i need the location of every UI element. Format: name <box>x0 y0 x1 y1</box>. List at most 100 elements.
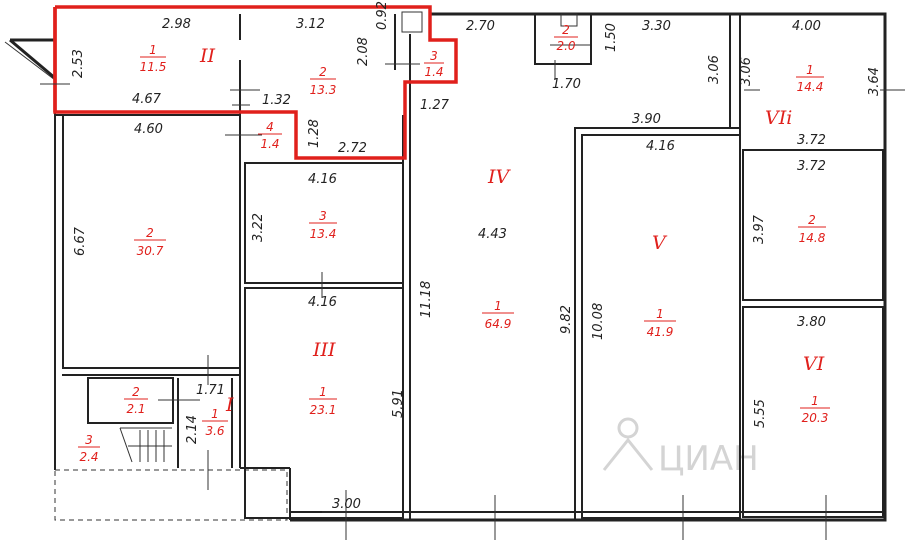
room-number: 2 <box>319 65 327 79</box>
room-number: 1 <box>494 299 502 313</box>
dim-416c: 4.16 <box>308 295 337 310</box>
dim-416a: 4.16 <box>646 139 675 154</box>
room-area: 64.9 <box>485 317 512 331</box>
room-label: 164.9 <box>482 299 514 331</box>
dim-127: 1.27 <box>420 98 450 113</box>
room-label: 120.3 <box>800 394 830 425</box>
dim-171: 1.71 <box>196 383 225 398</box>
dim-270: 2.70 <box>466 19 495 34</box>
section-labels: II IV V III VI VIi I <box>199 45 825 416</box>
dim-380: 3.80 <box>797 315 826 330</box>
room-area: 41.9 <box>647 325 674 339</box>
room-label: 32.4 <box>78 433 100 464</box>
room-number: 2 <box>132 385 140 399</box>
room-label: 114.4 <box>796 63 824 94</box>
room-area: 11.5 <box>140 60 167 74</box>
dim-300: 3.00 <box>332 497 361 512</box>
room-number: 1 <box>319 385 327 399</box>
room-number: 1 <box>656 307 664 321</box>
section-label: I <box>225 394 234 416</box>
dim-460: 4.60 <box>134 122 163 137</box>
section-label: II <box>199 45 216 67</box>
dim-416b: 4.16 <box>308 172 337 187</box>
dim-982: 9.82 <box>559 305 574 334</box>
room-area: 13.4 <box>310 227 337 241</box>
section-label: V <box>652 232 668 254</box>
dim-372a: 3.72 <box>797 133 826 148</box>
dim-443: 4.43 <box>478 227 507 242</box>
dim-298: 2.98 <box>162 17 191 32</box>
watermark: ЦИАН <box>602 417 759 479</box>
room-number: 1 <box>806 63 814 77</box>
room-number: 4 <box>266 120 274 134</box>
room-area: 23.1 <box>310 403 337 417</box>
dimensions: 2.98 3.12 0.92 2.70 3.30 4.00 2.53 2.08 … <box>71 1 882 512</box>
watermark-text: ЦИАН <box>658 439 759 479</box>
room-label: 111.5 <box>140 43 167 74</box>
room-area: 14.8 <box>799 231 826 245</box>
dim-467: 4.67 <box>132 92 162 107</box>
dim-555: 5.55 <box>753 399 768 428</box>
room-area: 1.4 <box>424 65 443 79</box>
dim-132: 1.32 <box>262 93 291 108</box>
room-area: 2.0 <box>556 39 575 53</box>
room-label: 214.8 <box>798 213 826 245</box>
dim-397: 3.97 <box>752 214 767 244</box>
room-number: 1 <box>811 394 819 408</box>
room-area: 1.4 <box>260 137 279 151</box>
dim-128: 1.28 <box>307 119 322 148</box>
room-number: 3 <box>85 433 93 447</box>
room-label: 22.1 <box>124 385 148 416</box>
room-area: 2.4 <box>79 450 98 464</box>
room-labels: 111.5 213.3 31.4 22.0 114.4 41.4 230.7 3… <box>78 23 830 464</box>
dim-170: 1.70 <box>552 77 581 92</box>
room-area: 20.3 <box>802 411 829 425</box>
room-number: 3 <box>430 49 438 63</box>
dim-667: 6.67 <box>73 226 88 256</box>
highlighted-unit <box>53 5 458 160</box>
room-label: 123.1 <box>309 385 337 417</box>
section-label: III <box>312 339 336 361</box>
dim-364: 3.64 <box>867 67 882 96</box>
room-area: 3.6 <box>205 424 224 438</box>
dim-372b: 3.72 <box>797 159 826 174</box>
dim-1008: 10.08 <box>591 303 606 340</box>
room-number: 1 <box>211 407 219 421</box>
dim-092: 0.92 <box>375 1 390 30</box>
dim-330: 3.30 <box>642 19 671 34</box>
room-area: 13.3 <box>310 83 337 97</box>
section-label: VIi <box>765 107 792 129</box>
section-label: IV <box>487 166 512 188</box>
dim-306b: 3.06 <box>739 57 754 86</box>
dim-312: 3.12 <box>296 17 325 32</box>
room-area: 14.4 <box>797 80 824 94</box>
dim-322: 3.22 <box>251 213 266 242</box>
room-label: 22.0 <box>554 23 578 53</box>
dim-591: 5.91 <box>391 389 406 418</box>
room-label: 31.4 <box>424 49 444 79</box>
section-label: VI <box>803 353 825 375</box>
dim-208: 2.08 <box>356 37 371 66</box>
room-number: 3 <box>319 209 327 223</box>
room-label: 13.6 <box>202 407 228 438</box>
room-area: 30.7 <box>137 244 164 258</box>
dim-253: 2.53 <box>71 49 86 78</box>
dim-306a: 3.06 <box>707 55 722 84</box>
room-label: 213.3 <box>310 65 337 97</box>
dim-390: 3.90 <box>632 112 661 127</box>
dim-272: 2.72 <box>338 141 367 156</box>
dim-400: 4.00 <box>792 19 821 34</box>
room-area: 2.1 <box>126 402 145 416</box>
room-label: 141.9 <box>644 307 676 339</box>
room-number: 1 <box>149 43 157 57</box>
room-number: 2 <box>146 226 154 240</box>
dimension-ticks <box>40 44 905 540</box>
dim-214: 2.14 <box>185 415 200 444</box>
room-number: 2 <box>808 213 816 227</box>
room-label: 41.4 <box>258 120 282 151</box>
dim-150: 1.50 <box>604 23 619 52</box>
room-number: 2 <box>562 23 570 37</box>
room-label: 230.7 <box>134 226 166 258</box>
dim-1118: 11.18 <box>419 281 434 318</box>
